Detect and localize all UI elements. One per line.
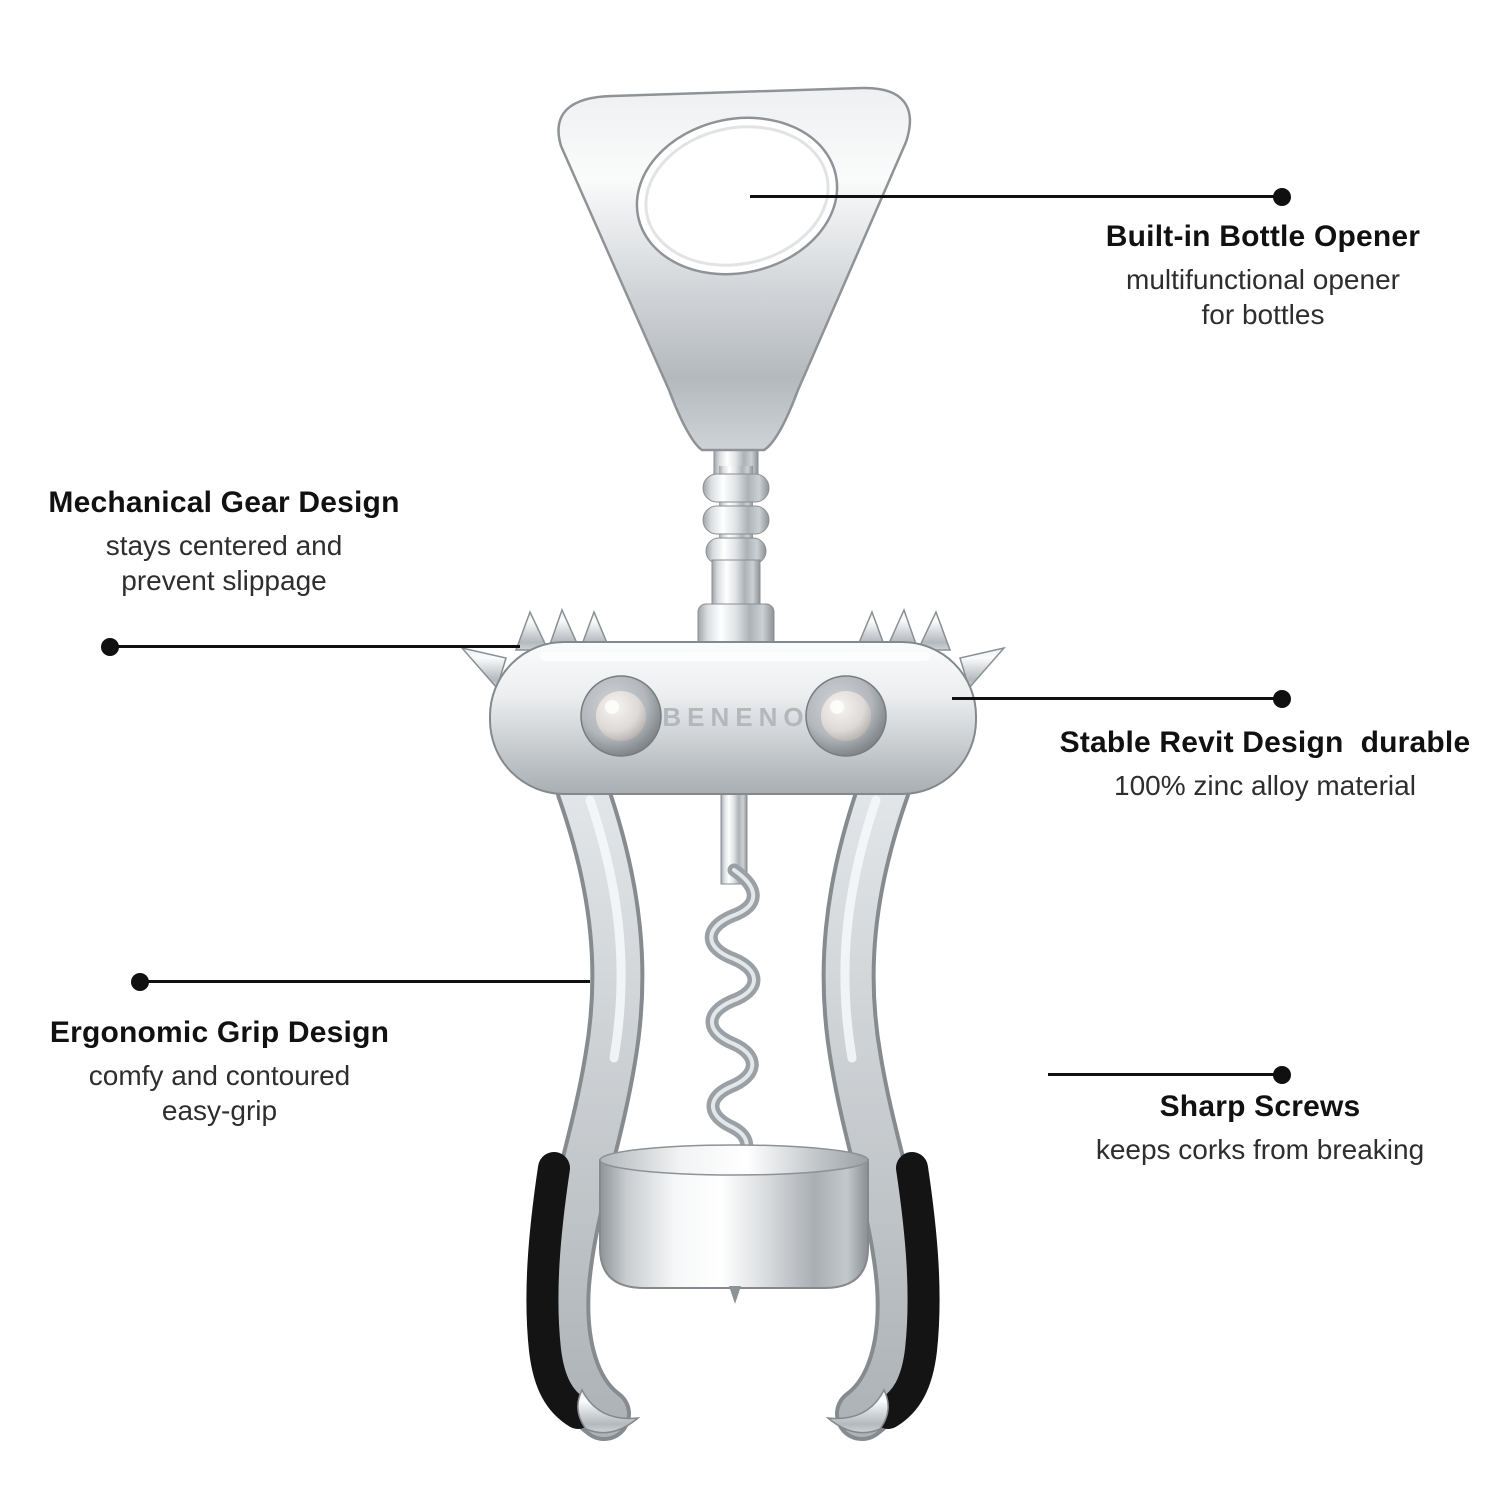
callout-grip-design: Ergonomic Grip Design comfy and contoure… [12,1016,427,1128]
foot-left [577,1388,641,1434]
callout-text: 100% zinc alloy material [1114,770,1416,801]
callout-text: comfy and contoured [88,1060,351,1091]
callout-text: easy-grip [161,1094,278,1126]
gear-shaft [697,443,775,653]
callout-line-gear-design [110,645,520,648]
callout-title: Stable Revit Design durable [1059,726,1471,759]
callout-line-grip-design [140,980,590,983]
callout-sharp-screws: Sharp Screws keeps corks from breaking [1040,1090,1480,1168]
callout-dot-rivet-design [1273,690,1291,708]
bottle-opener-hole [635,116,839,276]
bell-collar [599,1144,869,1289]
callout-title: Ergonomic Grip Design [49,1016,390,1049]
callout-title: Mechanical Gear Design [48,486,400,519]
wing-left [536,761,645,1441]
callout-title: Built-in Bottle Opener [1105,220,1421,253]
spiral-screw [704,787,761,1169]
callout-text: prevent slippage [121,564,327,596]
callout-bottle-opener: Built-in Bottle Opener multifunctional o… [1048,220,1478,332]
callout-line-bottle-opener [750,195,1282,198]
gear-teeth [459,607,1007,690]
rivet-left [580,675,662,757]
wing-right [821,761,930,1441]
callout-line-rivet-design [952,697,1282,700]
callout-gear-design: Mechanical Gear Design stays centered an… [18,486,430,598]
bottle-opener-handle [557,86,912,452]
callout-text: multifunctional opener [1126,264,1400,295]
foot-right [825,1388,889,1434]
callout-dot-gear-design [101,638,119,656]
callout-rivet-design: Stable Revit Design durable 100% zinc al… [1040,726,1490,804]
callout-dot-sharp-screws [1273,1066,1291,1084]
brand-text: BENENO [662,702,809,732]
screw-tip [729,1286,741,1304]
callout-dot-bottle-opener [1273,188,1291,206]
callout-text: for bottles [1201,298,1325,330]
grip-left [526,1152,594,1429]
grip-right [872,1152,940,1429]
callout-title: Sharp Screws [1159,1090,1361,1123]
callout-line-sharp-screws [1048,1073,1282,1076]
callout-text: stays centered and [105,530,343,561]
callout-text: keeps corks from breaking [1095,1134,1425,1165]
rivet-right [805,675,887,757]
